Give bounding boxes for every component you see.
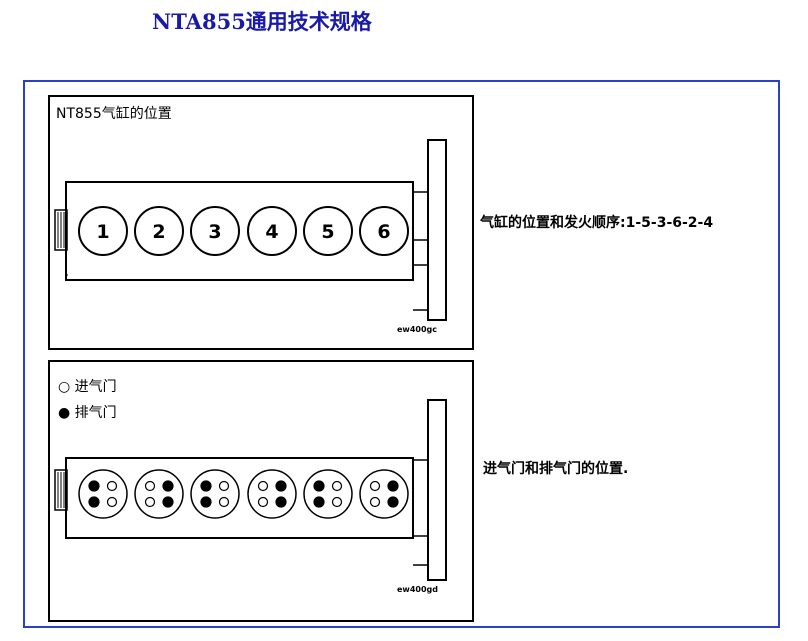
cylinder-number: 5 bbox=[321, 221, 334, 243]
intake-valve bbox=[218, 496, 230, 508]
valve-position-panel: ○ 进气门 ● 排气门 ew400gd bbox=[48, 360, 474, 622]
intake-valve bbox=[369, 496, 381, 508]
exhaust-valve bbox=[275, 496, 287, 508]
exhaust-symbol: ● bbox=[58, 405, 71, 421]
bottom-block-outline bbox=[65, 457, 414, 539]
intake-valve bbox=[144, 480, 156, 492]
valve-cylinder-5 bbox=[303, 469, 353, 519]
top-block-outline bbox=[65, 181, 414, 281]
cylinder-3 bbox=[190, 206, 240, 256]
intake-valve bbox=[331, 496, 343, 508]
intake-valve bbox=[144, 496, 156, 508]
cylinder-position-panel: NT855气缸的位置 ew400gc bbox=[48, 95, 474, 350]
exhaust-valve bbox=[200, 496, 212, 508]
firing-order-caption: 气缸的位置和发火顺序:1-5-3-6-2-4 bbox=[480, 215, 714, 231]
valve-cylinder-4 bbox=[247, 469, 297, 519]
cylinder-panel-title: NT855气缸的位置 bbox=[56, 106, 172, 122]
cylinder-5 bbox=[303, 206, 353, 256]
exhaust-valve bbox=[387, 480, 399, 492]
exhaust-valve bbox=[275, 480, 287, 492]
intake-symbol: ○ bbox=[58, 379, 71, 395]
exhaust-valve bbox=[162, 496, 174, 508]
bottom-front-pulley bbox=[54, 469, 68, 511]
valve-cylinder-6 bbox=[359, 469, 409, 519]
cylinder-number: 2 bbox=[152, 221, 165, 243]
cylinder-number: 6 bbox=[377, 221, 390, 243]
intake-valve bbox=[106, 496, 118, 508]
intake-valve bbox=[257, 496, 269, 508]
intake-valve bbox=[106, 480, 118, 492]
content-frame bbox=[23, 80, 780, 628]
cylinder-number: 1 bbox=[96, 221, 109, 243]
exhaust-valve bbox=[387, 496, 399, 508]
legend-exhaust: ● 排气门 bbox=[58, 402, 117, 422]
valve-cylinder-3 bbox=[190, 469, 240, 519]
intake-valve bbox=[257, 480, 269, 492]
top-cylinders: 1 2 3 4 5 6 bbox=[78, 206, 409, 256]
exhaust-valve bbox=[162, 480, 174, 492]
bottom-figure-code: ew400gd bbox=[397, 585, 438, 594]
valve-position-caption: 进气门和排气门的位置. bbox=[483, 461, 629, 477]
bottom-flywheel-housing bbox=[427, 399, 447, 581]
legend-intake: ○ 进气门 bbox=[58, 376, 117, 396]
intake-valve bbox=[369, 480, 381, 492]
exhaust-valve bbox=[313, 480, 325, 492]
top-engine-block bbox=[54, 139, 447, 321]
top-figure-code: ew400gc bbox=[397, 325, 437, 334]
bottom-cylinders bbox=[78, 469, 409, 519]
cylinder-6 bbox=[359, 206, 409, 256]
cylinder-number: 4 bbox=[265, 221, 278, 243]
cylinder-4 bbox=[247, 206, 297, 256]
valve-cylinder-2 bbox=[134, 469, 184, 519]
intake-label: 进气门 bbox=[74, 379, 117, 395]
valve-cylinder-1 bbox=[78, 469, 128, 519]
exhaust-valve bbox=[200, 480, 212, 492]
exhaust-valve bbox=[313, 496, 325, 508]
intake-valve bbox=[218, 480, 230, 492]
top-front-pulley bbox=[54, 209, 68, 251]
exhaust-label: 排气门 bbox=[74, 405, 117, 421]
exhaust-valve bbox=[88, 496, 100, 508]
cylinder-number: 3 bbox=[208, 221, 221, 243]
page-title: NTA855通用技术规格 bbox=[152, 9, 372, 34]
cylinder-2 bbox=[134, 206, 184, 256]
exhaust-valve bbox=[88, 480, 100, 492]
intake-valve bbox=[331, 480, 343, 492]
bottom-engine-block bbox=[54, 399, 447, 581]
top-flywheel-housing bbox=[427, 139, 447, 321]
cylinder-1 bbox=[78, 206, 128, 256]
